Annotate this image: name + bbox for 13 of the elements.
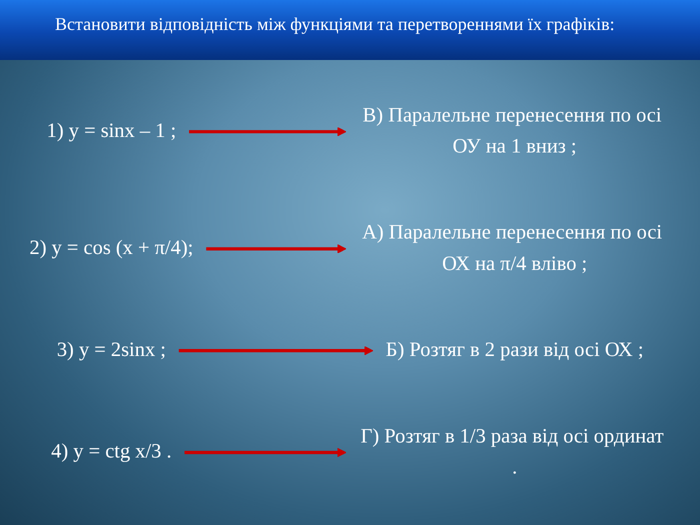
node-text: В) Паралельне перенесення по осі ОУ на 1 вниз ; xyxy=(362,104,662,158)
node-text: 3) y = 2sinx ; xyxy=(56,338,166,362)
arrow xyxy=(184,448,346,458)
node-text: 4) y = ctg x/3 . xyxy=(51,440,172,463)
node-text: Г) Розтяг в 1/3 раза від осі ординат . xyxy=(360,424,664,478)
arrow xyxy=(178,346,374,356)
node-text: А) Паралельне перенесення по осі ОХ на π/4 вліво ; xyxy=(362,221,662,275)
arrow xyxy=(189,126,346,136)
slide-title: Встановити відповідність між функціями та перетвореннями їх графіків: xyxy=(55,14,615,35)
node-text: Б) Розтяг в 2 рази від осі ОХ ; xyxy=(386,338,644,362)
arrow xyxy=(206,244,346,254)
node-text: 1) y = sinx – 1 ; xyxy=(46,119,176,142)
node-text: 2) y = cos (x + π/4); xyxy=(30,236,194,260)
